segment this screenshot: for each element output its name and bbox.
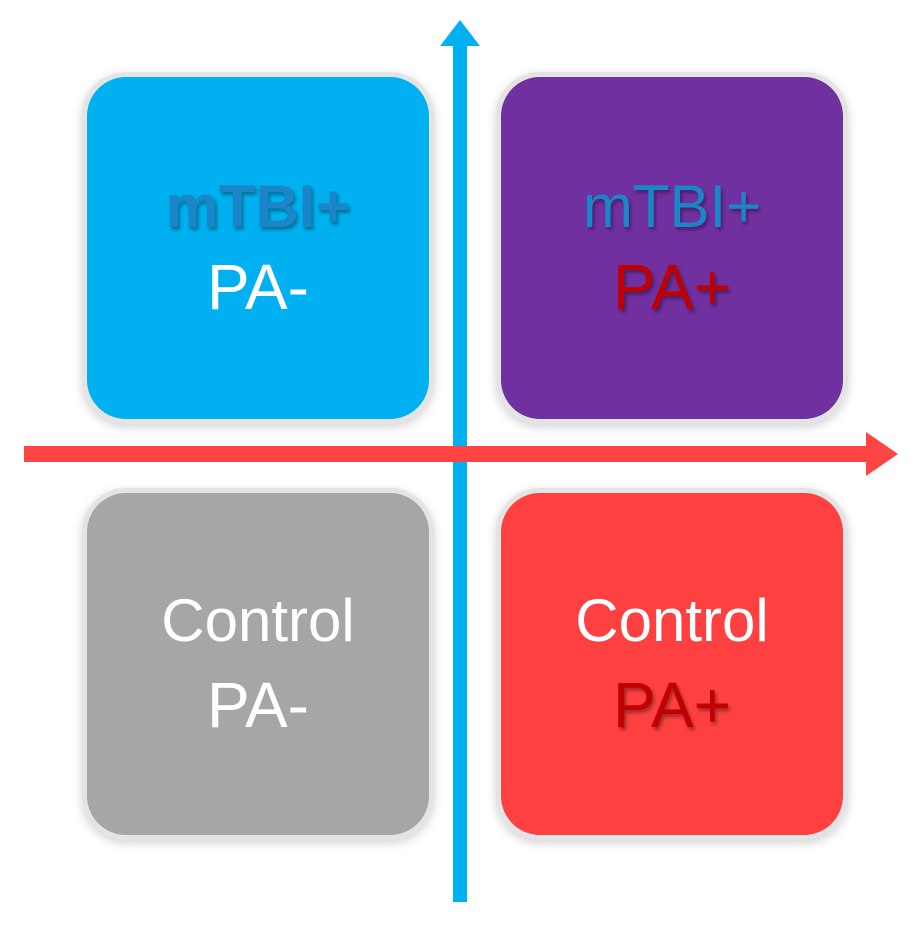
- quadrant-group-label: mTBI+: [582, 172, 762, 240]
- quadrant-control-pa-positive: Control PA+: [496, 488, 848, 840]
- quadrant-group-label: Control: [575, 586, 769, 654]
- quadrant-pa-label: PA-: [207, 668, 309, 741]
- quadrant-mtbi-pa-negative: mTBI+ PA-: [82, 72, 434, 424]
- horizontal-axis: [24, 446, 870, 462]
- quadrant-mtbi-pa-positive: mTBI+ PA+: [496, 72, 848, 424]
- horizontal-arrowhead: [866, 432, 898, 476]
- vertical-arrowhead: [440, 20, 480, 46]
- quadrant-pa-label: PA-: [207, 250, 309, 323]
- quadrant-group-label: Control: [161, 586, 355, 654]
- quadrant-pa-label: PA+: [613, 668, 731, 741]
- vertical-axis: [453, 40, 467, 902]
- quadrant-pa-label: PA+: [613, 250, 731, 323]
- quadrant-control-pa-negative: Control PA-: [82, 488, 434, 840]
- quadrant-group-label: mTBI+: [165, 172, 351, 240]
